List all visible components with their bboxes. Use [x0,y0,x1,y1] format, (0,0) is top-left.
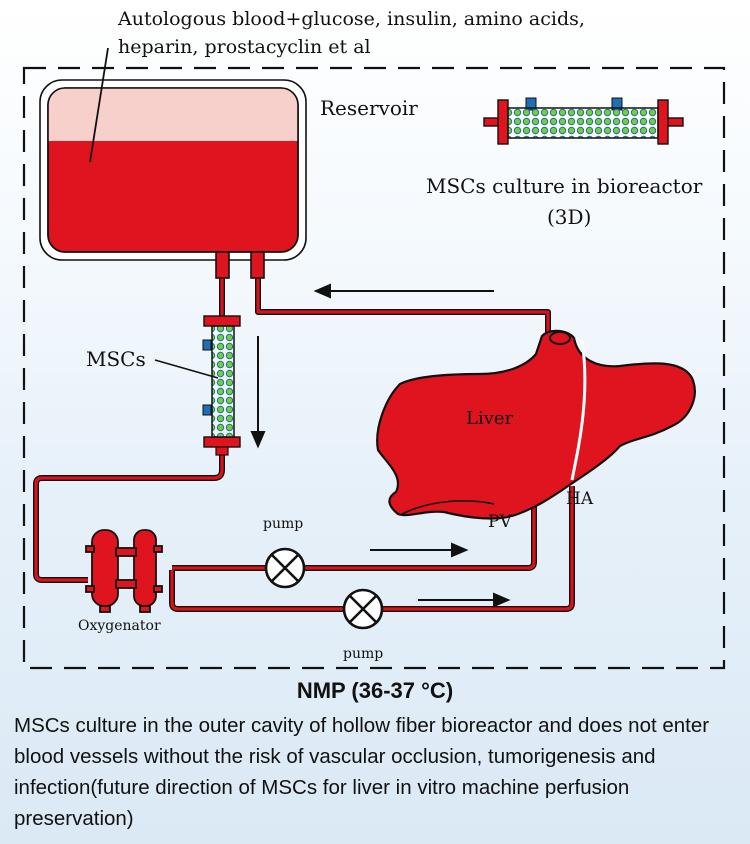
reservoir [39,79,307,279]
pump-label: pump [343,646,384,662]
diagram-title: NMP (36-37 °C) [296,678,454,703]
flow-arrows [250,283,511,608]
liver-label: Liver [466,408,514,429]
mscs-label: MSCs [86,347,146,371]
nmp-boundary [22,66,726,670]
pump-label: pump [263,516,304,532]
oxygenator-label: Oxygenator [78,618,161,634]
reservoir-label: Reservoir [320,96,418,120]
additives-pointer [89,47,109,163]
mscs-bioreactor [202,315,241,456]
additives-label: heparin, prostacyclin et al [118,36,371,58]
pump-icon [264,547,306,589]
pump-icon [342,588,384,630]
oxygenator-icon [85,529,163,613]
bioreactor-3d [483,97,684,145]
mscs-pointer [154,359,219,379]
additives-label: Autologous blood+glucose, insulin, amino… [118,8,585,30]
pv-label: PV [488,512,512,532]
diagram-caption: MSCs culture in the outer cavity of holl… [14,714,710,830]
bioreactor-3d-label: MSCs culture in bioreactor [426,174,703,198]
ha-label: HA [566,489,594,509]
liver [376,329,696,520]
bioreactor-3d-label: (3D) [547,205,592,229]
